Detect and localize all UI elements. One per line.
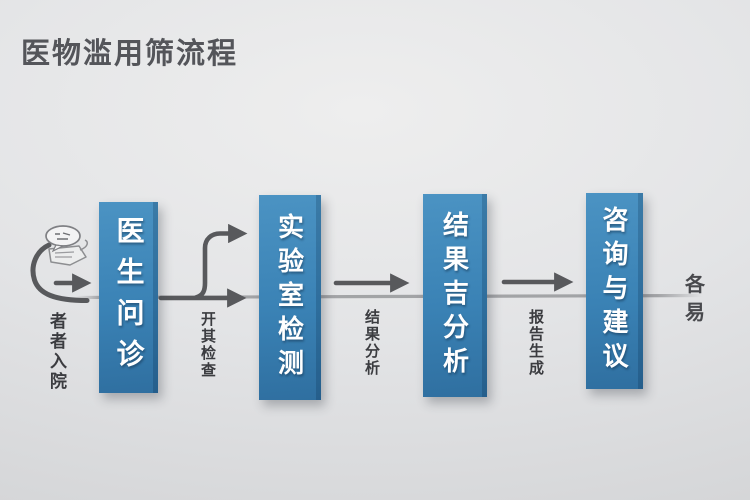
- stage-label: 医生问诊: [113, 215, 145, 380]
- stage-label: 结果吉分析: [439, 210, 470, 381]
- transition-label-admission: 者者入院: [47, 312, 66, 392]
- speech-bubble-consult-icon: [45, 225, 89, 266]
- loop-arrow: [30, 242, 92, 303]
- transition-label-report-generation: 报告生成: [527, 309, 544, 377]
- end-mark-bottom: 易: [685, 302, 705, 324]
- branch-up-arrow: [158, 223, 248, 308]
- stage-label: 咨询与建议: [599, 206, 629, 376]
- transition-label-result-analysis: 结果分析: [363, 309, 380, 377]
- stage-result-analysis: 结果吉分析: [423, 194, 487, 397]
- stage-advice: 咨询与建议: [586, 193, 643, 389]
- end-mark-top: 各: [685, 274, 705, 296]
- page-title: 医物滥用筛流程: [21, 38, 239, 70]
- transition-label-order-tests: 开其检查: [199, 311, 216, 379]
- stage-label: 实验室检测: [274, 212, 305, 383]
- stage-laboratory-testing: 实验室检测: [259, 195, 321, 400]
- stage-doctor-consultation: 医生问诊: [99, 202, 158, 393]
- end-marks: 各 易: [679, 271, 711, 327]
